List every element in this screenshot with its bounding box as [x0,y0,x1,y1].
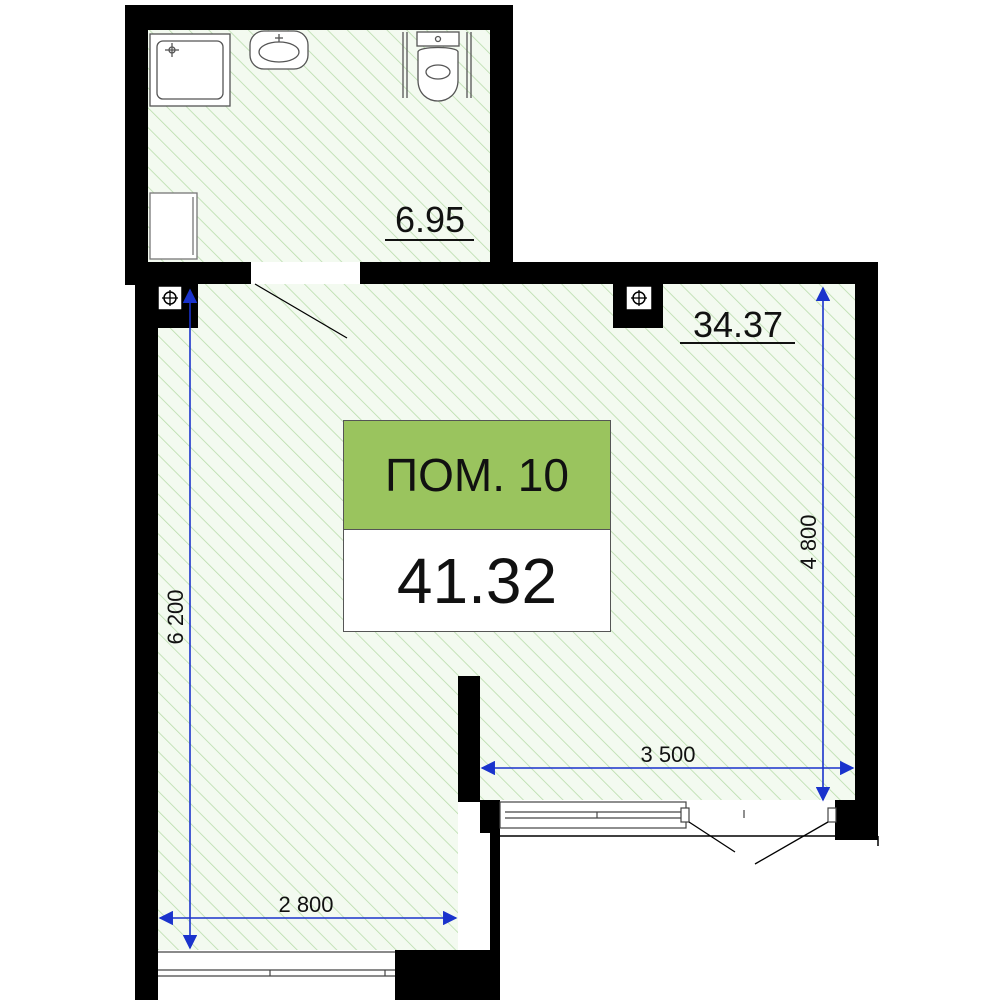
main-room-area-label: 34.37 [693,304,783,345]
dimension-lines [158,286,855,950]
dim-right-height-label: 4 800 [796,514,821,569]
balcony-window [499,801,837,829]
dim-bottom-width-label: 2 800 [278,892,333,917]
dim-left-height-label: 6 200 [163,589,188,644]
toilet [402,31,472,102]
shower-tray [149,33,231,107]
bathroom-door [254,283,348,339]
dim-right-width-label: 3 500 [640,742,695,767]
balcony-door-swing [688,821,829,865]
bottom-window [158,951,395,977]
room-label-card: ПОМ. 10 41.32 [343,420,611,632]
cabinet [149,192,198,260]
vent-shaft-left [157,285,183,311]
room-total-area: 41.32 [396,545,558,617]
washbasin [249,30,309,70]
walls [125,5,878,1000]
vent-shaft-right [625,285,653,311]
bathroom-area-label: 6.95 [395,199,465,240]
balcony-outline [500,835,879,846]
room-name: ПОМ. 10 [344,421,610,530]
